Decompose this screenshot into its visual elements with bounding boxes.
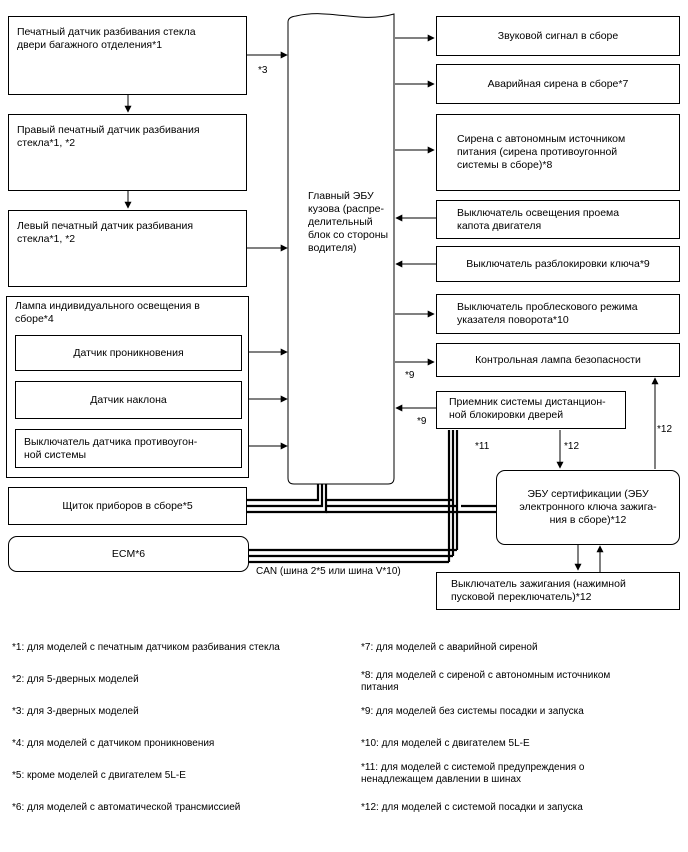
horn-box: Звуковой сигнал в сборе xyxy=(436,16,680,56)
alarm-siren-label: Аварийная сирена в сборе*7 xyxy=(487,77,629,90)
ecm-box: ECM*6 xyxy=(8,536,249,572)
self-powered-siren-box: Сирена с автономным источником питания (… xyxy=(436,114,680,191)
left-glass-sensor-box: Левый печатный датчик разбивания стекла*… xyxy=(8,210,247,287)
footnote-7: *7: для моделей с аварийной сиреной xyxy=(361,642,538,653)
footnote-9: *9: для моделей без системы посадки и за… xyxy=(361,706,584,717)
footnote-11: *11: для моделей с системой предупрежден… xyxy=(361,762,585,785)
footnote-4: *4: для моделей с датчиком проникновения xyxy=(12,738,215,749)
door-control-receiver-label: Приемник системы дистанцион- ной блокиро… xyxy=(449,396,606,421)
right-glass-sensor-label: Правый печатный датчик разбивания стекла… xyxy=(17,124,200,149)
hood-courtesy-switch-box: Выключатель освещения проема капота двиг… xyxy=(436,200,680,239)
footnote-10: *10: для моделей с двигателем 5L-E xyxy=(361,738,530,749)
alarm-siren-box: Аварийная сирена в сборе*7 xyxy=(436,64,680,104)
theft-sensor-switch-label: Выключатель датчика противоугон- ной сис… xyxy=(24,435,198,461)
main-ecu-outline xyxy=(287,13,395,485)
intrusion-sensor-box: Датчик проникновения xyxy=(15,335,242,371)
footnote-8: *8: для моделей с сиреной с автономным и… xyxy=(361,670,611,693)
intrusion-sensor-label: Датчик проникновения xyxy=(73,346,184,359)
footnote-12: *12: для моделей с системой посадки и за… xyxy=(361,802,583,813)
footnote-1: *1: для моделей с печатным датчиком разб… xyxy=(12,642,280,653)
ignition-switch-label: Выключатель зажигания (нажимной пусковой… xyxy=(451,578,626,603)
right-glass-sensor-box: Правый печатный датчик разбивания стекла… xyxy=(8,114,247,191)
label-note-12a: *12 xyxy=(564,441,580,452)
certification-ecu-box: ЭБУ сертификации (ЭБУ электронного ключа… xyxy=(496,470,680,545)
key-unlock-switch-label: Выключатель разблокировки ключа*9 xyxy=(466,257,650,270)
self-powered-siren-label: Сирена с автономным источником питания (… xyxy=(457,133,626,171)
door-control-receiver-box: Приемник системы дистанцион- ной блокиро… xyxy=(436,391,626,429)
footnote-3: *3: для 3-дверных моделей xyxy=(12,706,139,717)
instrument-cluster-box: Щиток приборов в сборе*5 xyxy=(8,487,247,525)
security-indicator-box: Контрольная лампа безопасности xyxy=(436,343,680,377)
key-unlock-switch-box: Выключатель разблокировки ключа*9 xyxy=(436,246,680,282)
certification-ecu-label: ЭБУ сертификации (ЭБУ электронного ключа… xyxy=(519,488,657,526)
can-bus xyxy=(247,430,496,564)
label-note-3: *3 xyxy=(258,65,268,76)
ecm-label: ECM*6 xyxy=(111,547,146,560)
footnote-2: *2: для 5-дверных моделей xyxy=(12,674,139,685)
instrument-cluster-label: Щиток приборов в сборе*5 xyxy=(62,499,193,512)
label-note-9a: *9 xyxy=(405,370,415,381)
trunk-glass-sensor-box: Печатный датчик разбивания стекла двери … xyxy=(8,16,247,95)
footnote-5: *5: кроме моделей с двигателем 5L-E xyxy=(12,770,186,781)
label-note-9b: *9 xyxy=(417,416,427,427)
main-body-ecu-label: Главный ЭБУ кузова (распре- делительный … xyxy=(308,190,389,254)
security-indicator-label: Контрольная лампа безопасности xyxy=(475,353,641,366)
label-can-bus: CAN (шина 2*5 или шина V*10) xyxy=(256,566,401,577)
label-note-11: *11 xyxy=(475,441,490,452)
trunk-glass-sensor-label: Печатный датчик разбивания стекла двери … xyxy=(17,26,196,51)
tilt-sensor-box: Датчик наклона xyxy=(15,381,242,419)
label-note-12b: *12 xyxy=(657,424,673,435)
lamp-assembly-label: Лампа индивидуального освещения в сборе*… xyxy=(15,300,200,325)
hood-courtesy-switch-label: Выключатель освещения проема капота двиг… xyxy=(457,206,620,232)
theft-sensor-switch-box: Выключатель датчика противоугон- ной сис… xyxy=(15,429,242,468)
left-glass-sensor-label: Левый печатный датчик разбивания стекла*… xyxy=(17,220,194,245)
horn-label: Звуковой сигнал в сборе xyxy=(497,29,619,42)
ignition-switch-box: Выключатель зажигания (нажимной пусковой… xyxy=(436,572,680,610)
hazard-switch-label: Выключатель проблескового режима указате… xyxy=(457,301,638,326)
tilt-sensor-label: Датчик наклона xyxy=(90,393,167,406)
footnote-6: *6: для моделей с автоматической трансми… xyxy=(12,802,241,813)
hazard-switch-box: Выключатель проблескового режима указате… xyxy=(436,294,680,334)
